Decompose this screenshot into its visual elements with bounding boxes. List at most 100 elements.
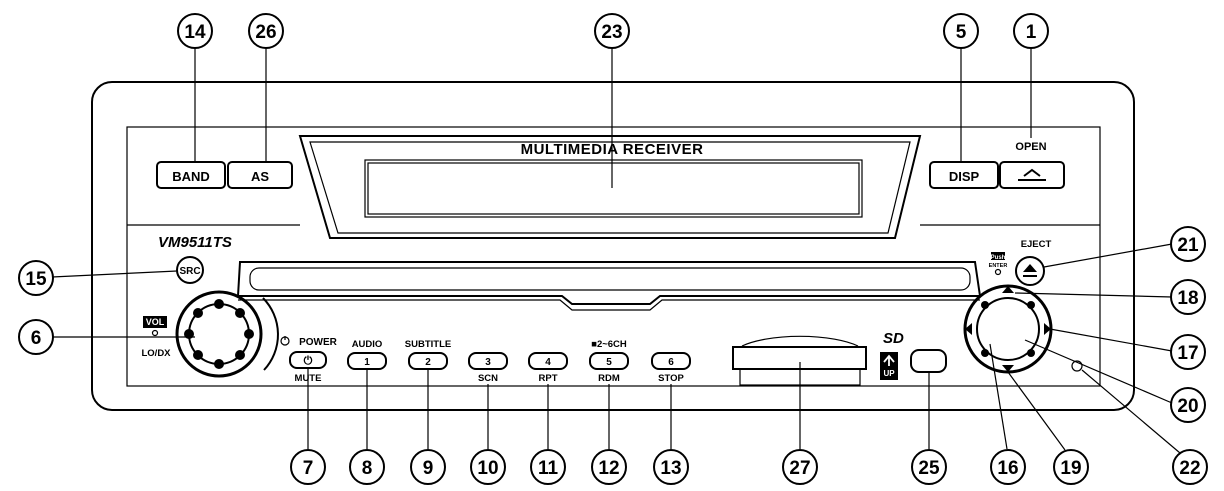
svg-text:1: 1	[364, 357, 370, 368]
callout-14: 14	[177, 13, 213, 162]
callout-12: 12	[591, 384, 627, 485]
callout-8: 8	[349, 369, 385, 485]
svg-text:DISP: DISP	[949, 169, 980, 184]
svg-text:26: 26	[255, 22, 276, 43]
rpt-label: RPT	[539, 373, 558, 384]
svg-text:AS: AS	[251, 169, 269, 184]
disc-slot	[236, 261, 982, 311]
callout-1: 1	[1013, 13, 1049, 138]
stop-label: STOP	[658, 373, 684, 384]
svg-text:14: 14	[184, 22, 206, 43]
as-button[interactable]: AS	[227, 161, 293, 189]
src-button[interactable]: SRC	[176, 256, 204, 284]
svg-text:6: 6	[31, 328, 42, 349]
svg-text:10: 10	[477, 458, 498, 479]
svg-text:Push: Push	[991, 255, 1006, 261]
rdm-label: RDM	[598, 373, 620, 384]
svg-text:4: 4	[545, 357, 551, 368]
svg-text:18: 18	[1177, 288, 1198, 309]
number-button-4[interactable]: 4	[528, 352, 568, 370]
model-name: VM9511TS	[158, 234, 232, 251]
svg-text:12: 12	[598, 458, 619, 479]
svg-text:6: 6	[668, 357, 674, 368]
svg-text:UP: UP	[883, 369, 895, 378]
svg-text:8: 8	[362, 458, 373, 479]
svg-text:5: 5	[606, 357, 612, 368]
number-button-6[interactable]: 6	[651, 352, 691, 370]
open-button[interactable]	[999, 161, 1065, 189]
callout-27: 27	[782, 362, 818, 485]
number-button-3[interactable]: 3	[468, 352, 508, 370]
power-button[interactable]: ⏻	[289, 351, 327, 369]
power-icon	[280, 336, 290, 346]
callout-23: 23	[594, 13, 630, 188]
svg-text:7: 7	[303, 458, 314, 479]
svg-text:22: 22	[1179, 458, 1200, 479]
faceplate-outer	[91, 81, 1135, 411]
callout-16: 16	[989, 343, 1026, 485]
callout-9: 9	[410, 369, 446, 485]
display-housing: MULTIMEDIA RECEIVER	[298, 135, 922, 239]
svg-text:15: 15	[25, 269, 47, 290]
callout-26: 26	[248, 13, 284, 162]
callout-20: 20	[1024, 339, 1206, 423]
svg-text:⏻: ⏻	[304, 354, 313, 367]
callout-10: 10	[470, 384, 506, 485]
svg-text:2: 2	[425, 357, 431, 368]
open-label: OPEN	[1015, 141, 1046, 153]
svg-text:21: 21	[1177, 235, 1199, 256]
callout-21: 21	[1043, 226, 1206, 268]
number-button-2[interactable]: 2	[408, 352, 448, 370]
callout-13: 13	[653, 384, 689, 485]
svg-text:SRC: SRC	[179, 266, 200, 277]
callout-18: 18	[1014, 279, 1206, 315]
svg-text:13: 13	[660, 458, 681, 479]
svg-text:20: 20	[1177, 396, 1198, 417]
svg-text:16: 16	[997, 458, 1018, 479]
svg-text:11: 11	[538, 458, 559, 479]
svg-text:5: 5	[956, 22, 967, 43]
audio-label: AUDIO	[352, 339, 383, 350]
channel-label: ■2~6CH	[591, 339, 627, 350]
callout-22: 22	[1081, 369, 1208, 485]
callout-25: 25	[911, 372, 947, 485]
eject-button[interactable]	[1015, 256, 1045, 286]
band-button[interactable]: BAND	[156, 161, 226, 189]
subtitle-label: SUBTITLE	[405, 339, 451, 350]
push-enter-label: Push ENTER	[989, 252, 1008, 276]
callout-11: 11	[530, 384, 566, 485]
svg-text:9: 9	[423, 458, 434, 479]
svg-text:BAND: BAND	[172, 169, 210, 184]
display-screen	[364, 159, 863, 218]
callout-5: 5	[943, 13, 979, 162]
svg-text:23: 23	[601, 22, 622, 43]
number-button-1[interactable]: 1	[347, 352, 387, 370]
reset-hole[interactable]	[1071, 360, 1083, 372]
number-button-5[interactable]: 5	[589, 352, 629, 370]
sd-logo: SD	[883, 330, 904, 347]
navigation-knob[interactable]	[963, 284, 1053, 374]
scn-label: SCN	[478, 373, 498, 384]
eject-label: EJECT	[1021, 239, 1052, 250]
svg-text:1: 1	[1026, 22, 1037, 43]
vol-label-badge: VOL	[143, 316, 167, 337]
svg-text:17: 17	[1177, 343, 1198, 364]
disp-button[interactable]: DISP	[929, 161, 999, 189]
volume-knob[interactable]	[175, 290, 279, 378]
svg-text:ENTER: ENTER	[989, 263, 1008, 269]
svg-text:VOL: VOL	[146, 317, 165, 327]
lodx-label: LO/DX	[141, 348, 171, 359]
callout-17: 17	[1049, 328, 1206, 370]
up-arrow-icon: UP	[880, 352, 898, 380]
callout-19: 19	[1007, 371, 1089, 485]
callout-7: 7	[290, 368, 326, 485]
svg-text:3: 3	[485, 357, 491, 368]
callout-6: 6	[18, 319, 195, 355]
ir-sensor	[910, 349, 947, 373]
svg-text:25: 25	[918, 458, 940, 479]
svg-text:19: 19	[1060, 458, 1081, 479]
power-label: POWER	[299, 337, 338, 348]
svg-text:27: 27	[789, 458, 810, 479]
callout-15: 15	[18, 260, 178, 296]
